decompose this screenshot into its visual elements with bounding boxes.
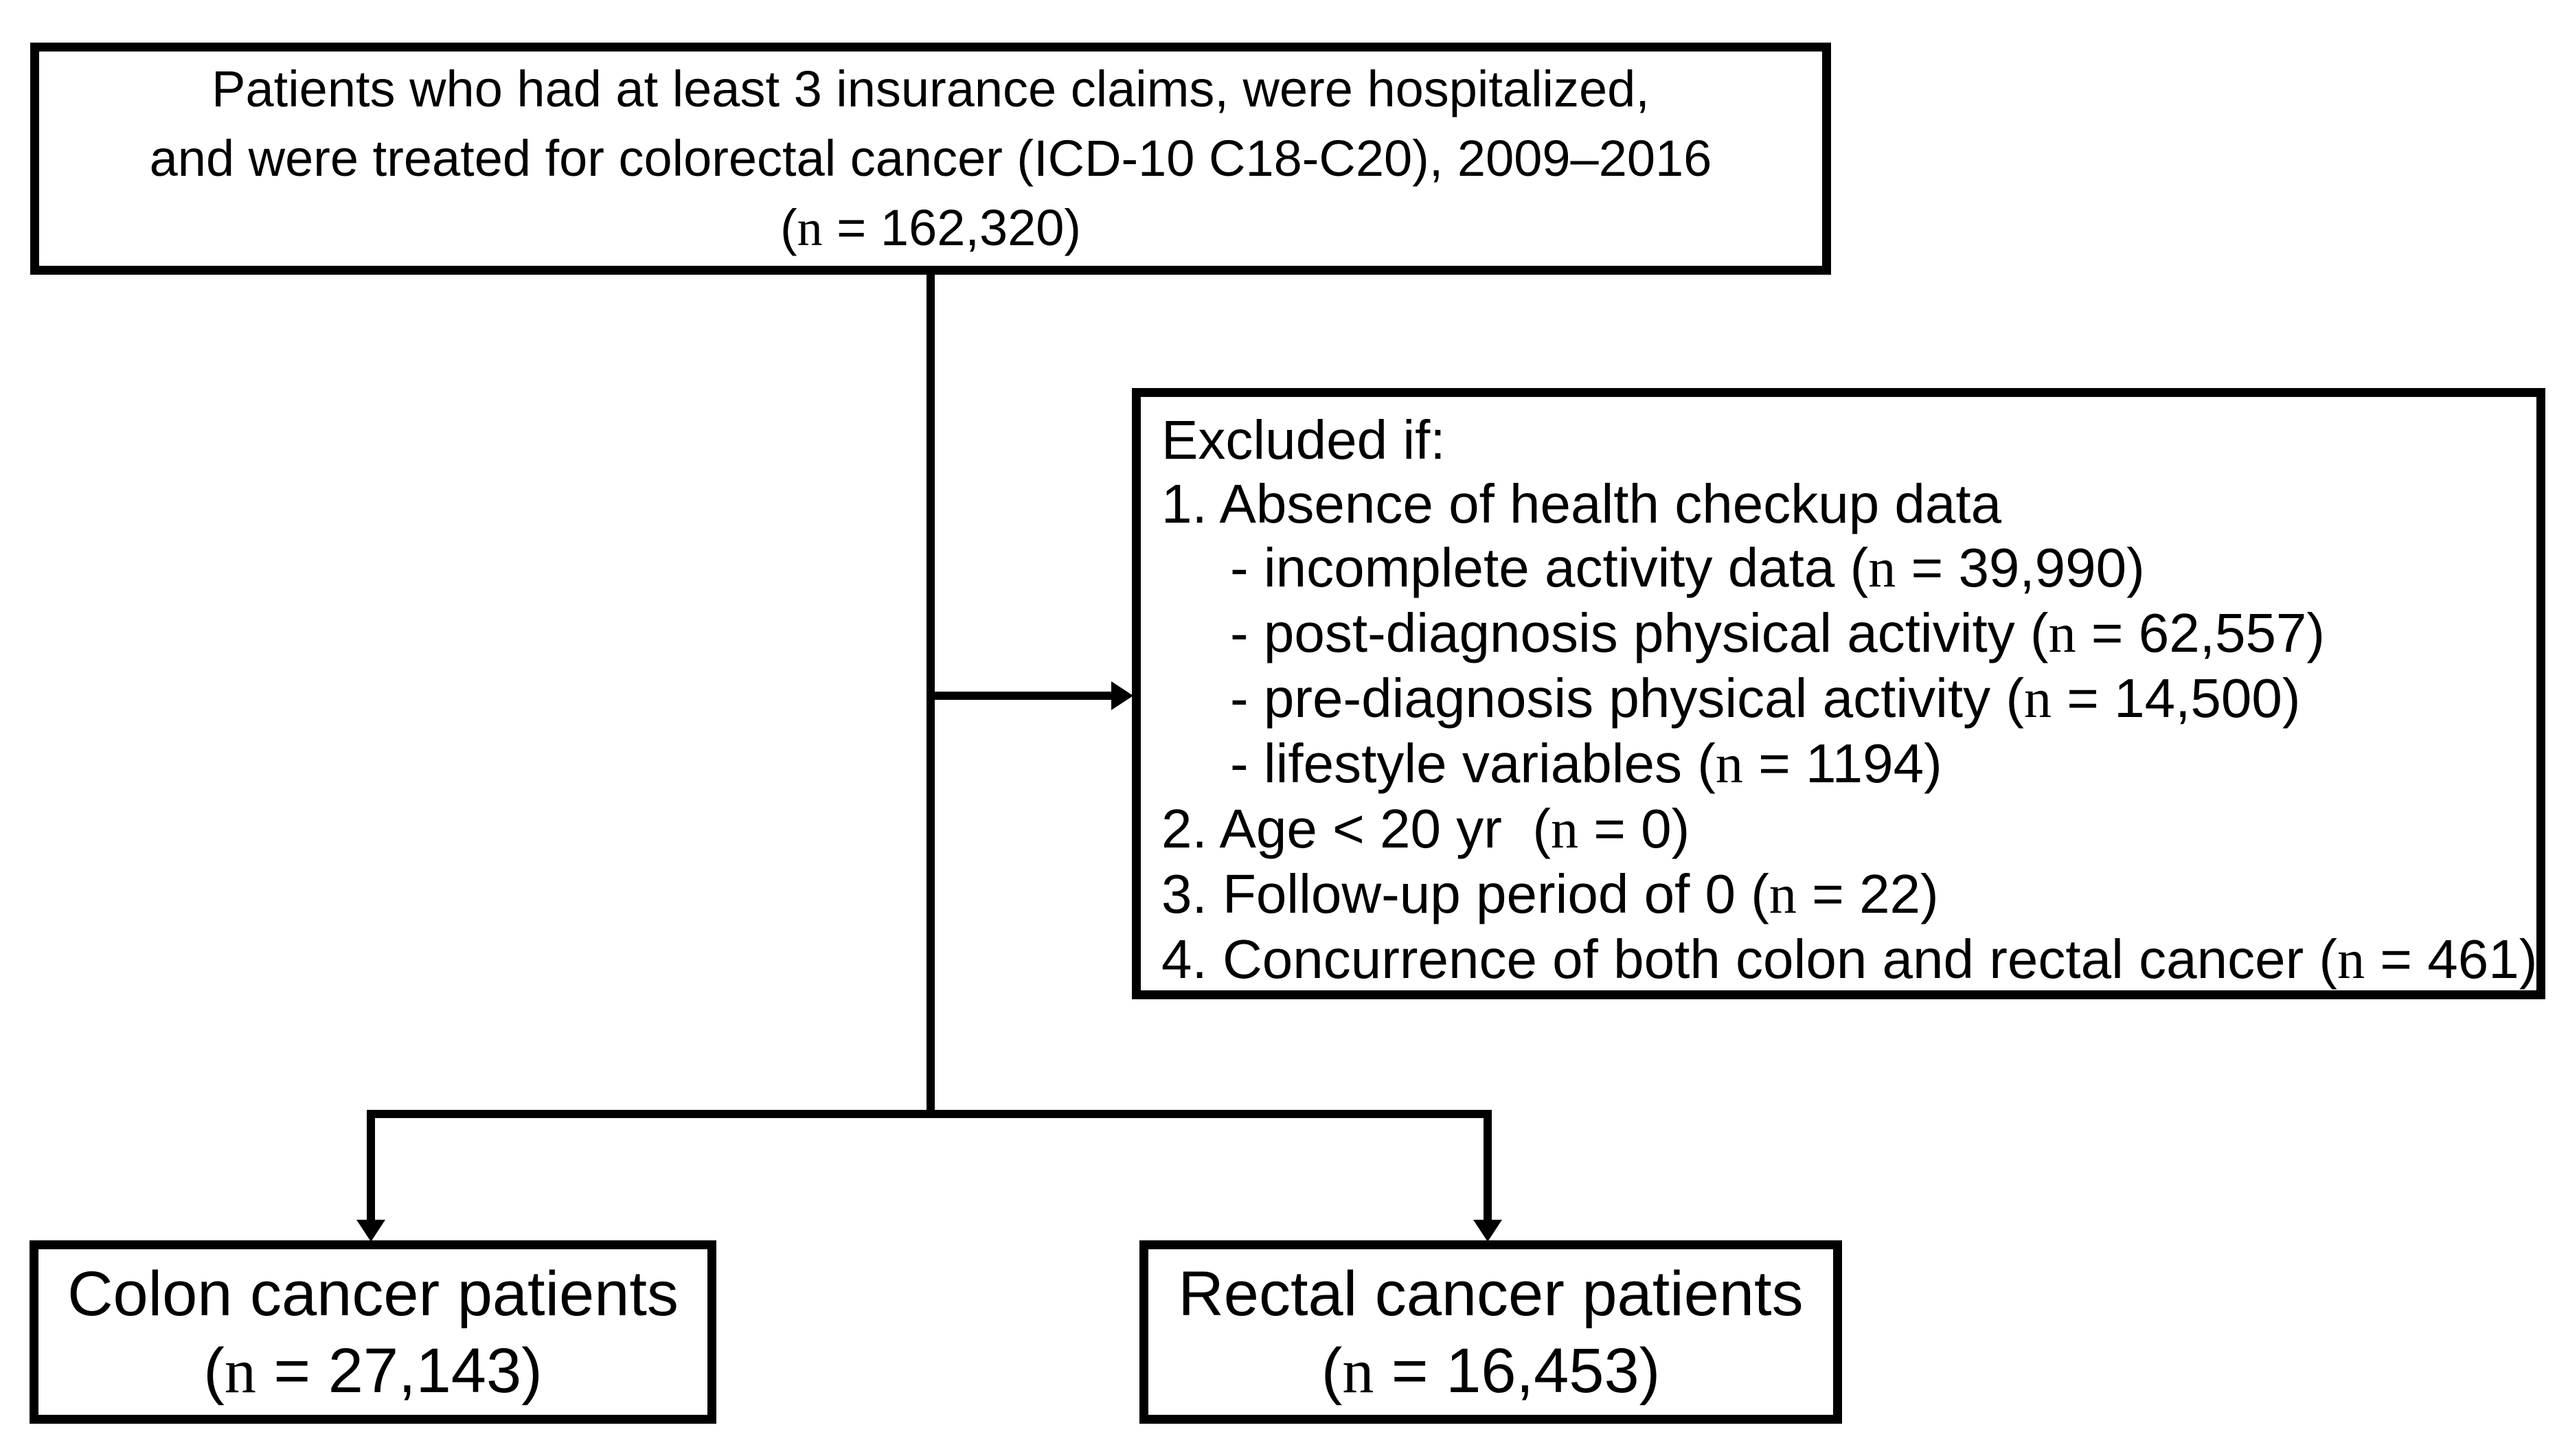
rectal-arrowhead-icon [1473, 1220, 1502, 1242]
serif-n: n [1868, 538, 1896, 599]
serif-n: n [224, 1335, 256, 1406]
exclusion-item-1c: - pre-diagnosis physical activity (n = 1… [1230, 668, 2301, 729]
exclusion-item-1a: - incomplete activity data (n = 39,990) [1230, 537, 2145, 599]
source-line-2: and were treated for colorectal cancer (… [149, 129, 1712, 187]
serif-n: n [1769, 865, 1797, 925]
serif-n: n [1551, 799, 1578, 860]
serif-n: n [2337, 930, 2365, 990]
source-population-box: Patients who had at least 3 insurance cl… [30, 43, 1831, 275]
exclusion-item-2: 2. Age < 20 yr (n = 0) [1161, 798, 1690, 860]
exclusion-criteria-box: Excluded if: 1. Absence of health checku… [1132, 388, 2545, 999]
serif-n: n [1715, 734, 1743, 795]
colon-cancer-box: Colon cancer patients (n = 27,143) [30, 1240, 716, 1424]
exclusion-item-1d: - lifestyle variables (n = 1194) [1230, 733, 1942, 795]
exclusion-item-4: 4. Concurrence of both colon and rectal … [1161, 929, 2538, 990]
colon-arrowhead-icon [356, 1220, 385, 1242]
exclusion-title: Excluded if: [1161, 409, 1446, 470]
rectal-n-count: (n = 16,453) [1321, 1335, 1661, 1406]
exclusion-item-1b: - post-diagnosis physical activity (n = … [1230, 602, 2326, 664]
exclusion-item-1: 1. Absence of health checkup data [1161, 473, 2002, 534]
source-n-count: (n = 162,320) [780, 198, 1082, 257]
serif-n: n [1342, 1335, 1374, 1406]
serif-n: n [797, 200, 823, 257]
source-line-1: Patients who had at least 3 insurance cl… [212, 60, 1650, 117]
exclusion-item-3: 3. Follow-up period of 0 (n = 22) [1161, 863, 1939, 925]
rectal-label: Rectal cancer patients [1178, 1258, 1804, 1329]
serif-n: n [2048, 604, 2076, 664]
rectal-cancer-box: Rectal cancer patients (n = 16,453) [1139, 1240, 1842, 1424]
colon-label: Colon cancer patients [67, 1258, 679, 1329]
serif-n: n [2023, 669, 2052, 729]
colon-n-count: (n = 27,143) [203, 1335, 543, 1406]
exclusion-arrowhead-icon [1111, 681, 1133, 710]
